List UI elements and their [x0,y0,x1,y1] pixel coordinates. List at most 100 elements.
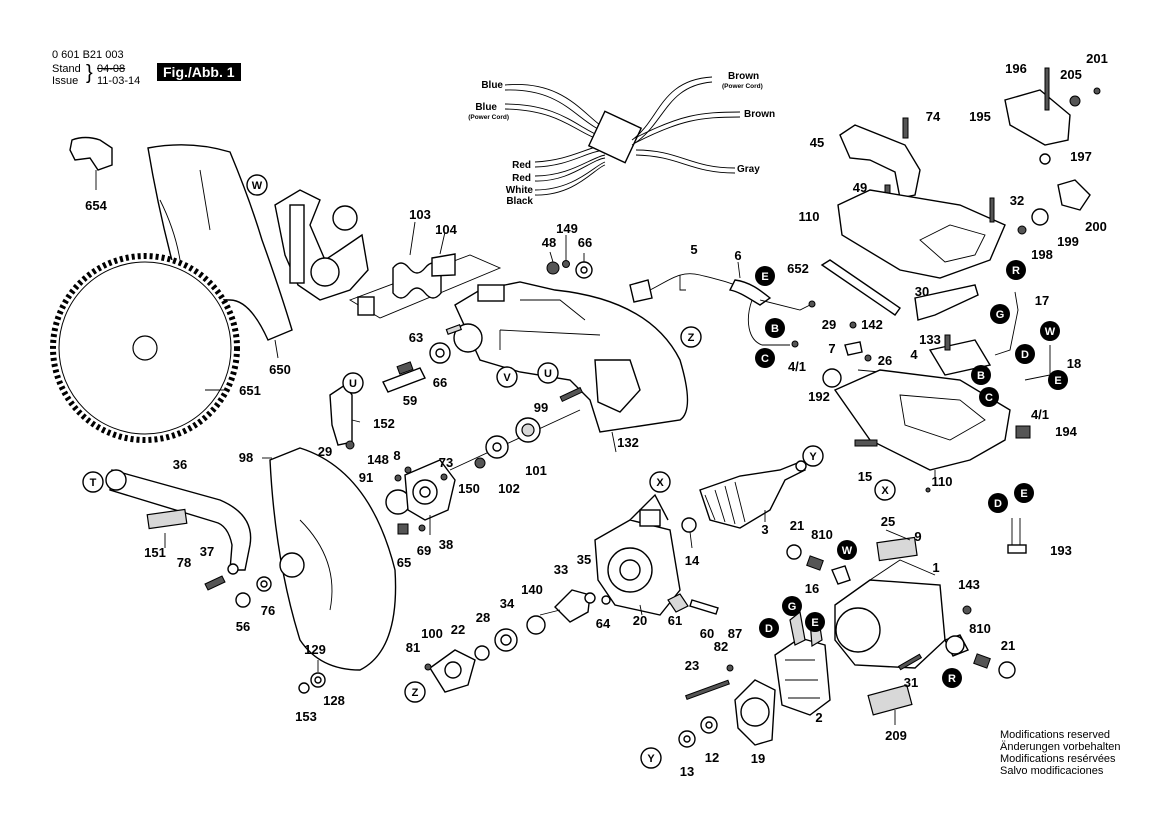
connector-e-circle: E [1014,483,1034,503]
wire-label-black: Black [506,196,533,207]
part-label: 33 [554,562,568,577]
power-cord-5 [629,261,816,348]
part-label: 29 [822,317,836,332]
handle-cover-195 [1004,67,1101,165]
svg-text:R: R [1012,265,1020,277]
part-label: 60 [700,626,714,641]
part-label: 30 [915,284,929,299]
connector-t-circle: T [82,471,104,493]
part-label: 35 [577,552,591,567]
part-label: 201 [1086,51,1108,66]
svg-text:W: W [1045,326,1056,338]
part-label: 31 [904,675,918,690]
gear-housing-20 [594,493,681,616]
svg-text:V: V [503,372,511,384]
connector-e-circle: E [755,266,775,286]
connector-c-circle: C [979,387,999,407]
part-label: 64 [596,616,611,631]
part-label: 199 [1057,234,1079,249]
svg-text:E: E [761,271,768,283]
svg-text:W: W [252,180,263,192]
part-label: 26 [878,353,892,368]
part-label: 28 [476,610,490,625]
bearing-parts-12-13 [678,716,718,748]
part-label: 73 [439,455,453,470]
wire-label-gray: Gray [737,164,760,175]
part-label: 651 [239,383,261,398]
part-label: 652 [787,261,809,276]
connector-e-circle: E [1048,370,1068,390]
part-label: 20 [633,613,647,628]
part-label: 192 [808,389,830,404]
part-label: 59 [403,393,417,408]
connector-e-circle: E [805,612,825,632]
armature-3 [681,460,807,549]
connector-w-circle: W [837,540,857,560]
part-label: 102 [498,481,520,496]
part-label: 29 [318,444,332,459]
small-parts-48-149-66 [546,235,593,279]
part-label: 36 [173,457,187,472]
upper-guard-132 [453,281,689,453]
part-label: 150 [458,481,480,496]
connector-g-circle: G [990,304,1010,324]
modifications-line: Salvo modificaciones [1000,765,1104,777]
part-label: 650 [269,362,291,377]
small-parts-129-128-153 [298,660,326,694]
part-label: 15 [858,469,872,484]
part-label: 37 [200,544,214,559]
part-label: 16 [805,581,819,596]
connector-z-circle: Z [680,326,702,348]
part-label: 193 [1050,543,1072,558]
part-label: 152 [373,416,395,431]
part-label: 2 [815,710,822,725]
part-label: 69 [417,543,431,558]
part-label: 65 [397,555,411,570]
part-label: 128 [323,693,345,708]
svg-text:B: B [977,370,985,382]
part-label: 810 [811,527,833,542]
part-label: 78 [177,555,191,570]
part-label: 100 [421,626,443,641]
part-label: 143 [958,577,980,592]
svg-text:E: E [811,617,818,629]
part-label: 23 [685,658,699,673]
connector-u-circle: U [342,372,364,394]
connector-w-circle: W [246,174,268,196]
switch-block [587,110,643,164]
connector-z-circle: Z [404,681,426,703]
connector-c-circle: C [755,348,775,368]
shaft-59-parts [382,324,501,393]
part-label: 82 [714,639,728,654]
part-label: 63 [409,330,423,345]
wire-label-brown: Brown [744,109,775,120]
part-label: 132 [617,435,639,450]
svg-text:R: R [948,673,956,685]
part-label: 9 [914,529,921,544]
part-label: 18 [1067,356,1081,371]
part-label: 56 [236,619,250,634]
connector-x-circle: X [649,471,671,493]
saw-blade-651 [50,253,240,443]
base-housing-110 [833,369,1031,493]
modifications-line: Modifications reserved [1000,729,1111,741]
svg-text:B: B [771,323,779,335]
part-label: 142 [861,317,883,332]
part-label: 129 [304,642,326,657]
connector-y-circle: Y [640,747,662,769]
svg-text:U: U [544,368,552,380]
part-label: 66 [578,235,592,250]
part-number: 0 601 B21 003 [52,49,124,61]
part-label: 19 [751,751,765,766]
part-label: 654 [85,198,107,213]
motor-housing-103 [274,189,369,301]
part-label: 110 [932,474,953,489]
svg-text:D: D [1021,349,1029,361]
connector-y-circle: Y [802,445,824,467]
part-label: 91 [359,470,373,485]
fasteners-37-78-76-56 [204,563,272,608]
part-label: 21 [1001,638,1015,653]
svg-text:E: E [1054,375,1061,387]
part-label: 21 [790,518,804,533]
svg-text:E: E [1020,488,1027,500]
